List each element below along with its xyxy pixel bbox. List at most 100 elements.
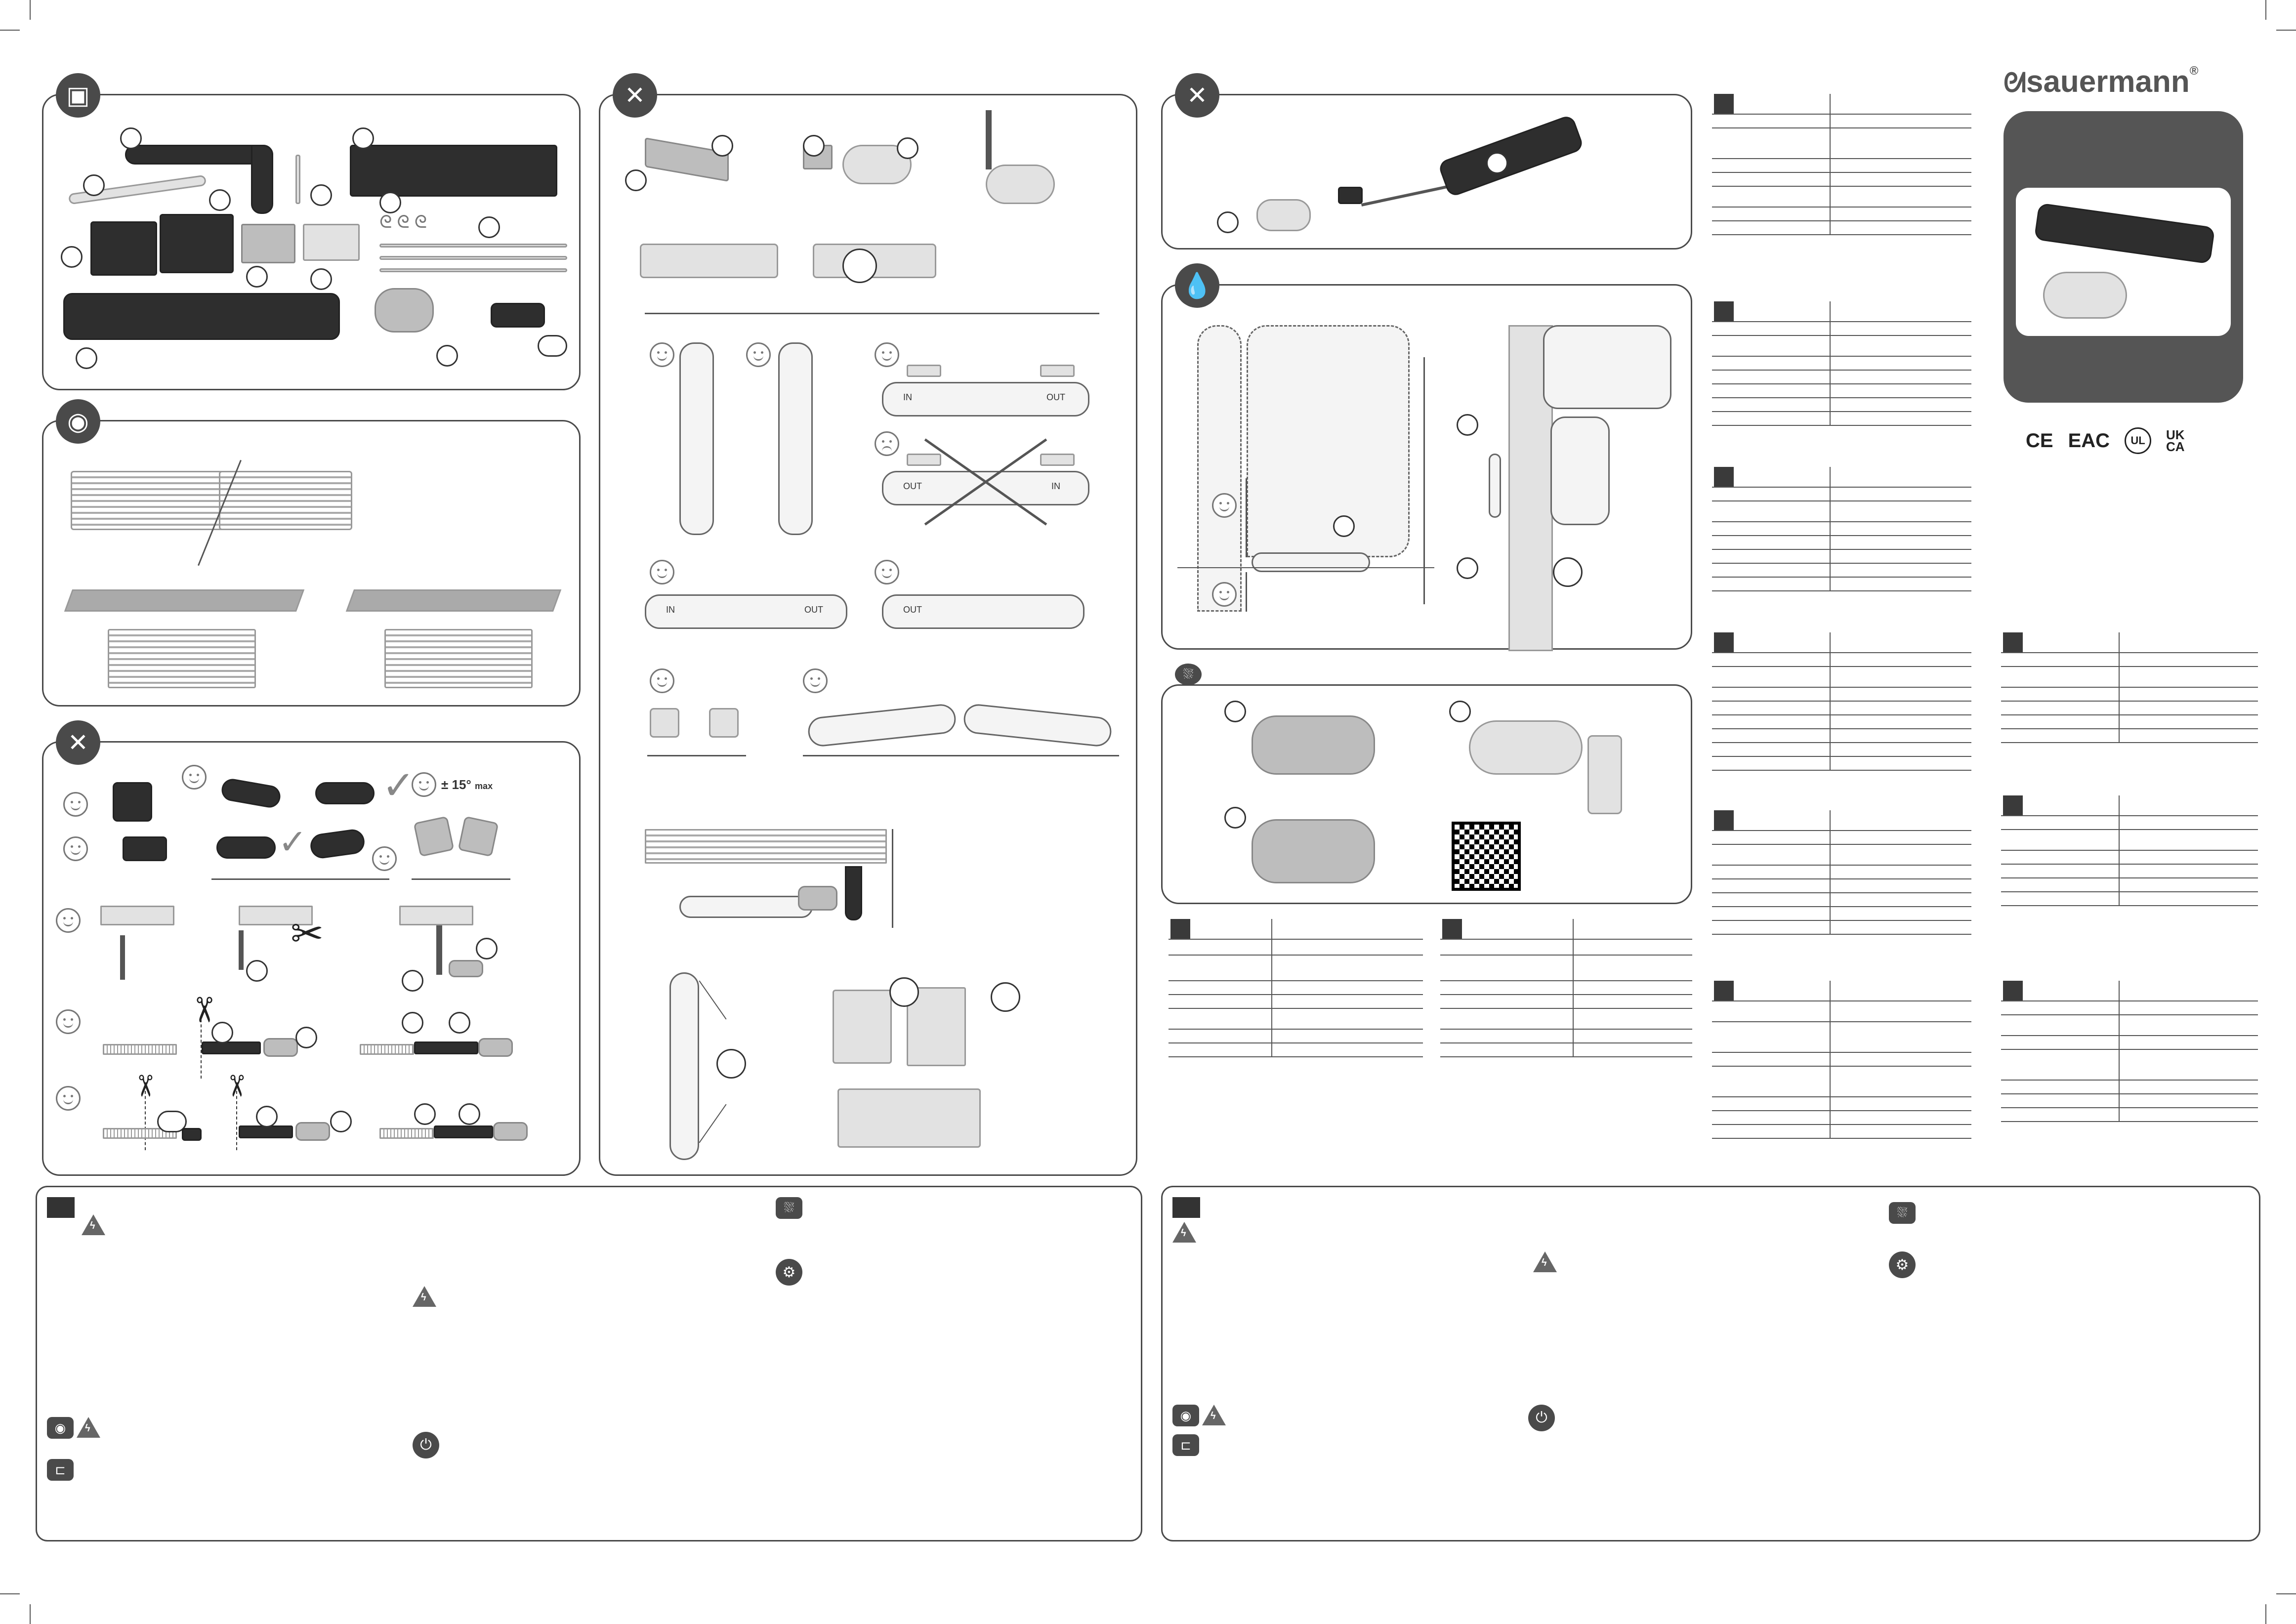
pump-small	[263, 1038, 298, 1057]
callout	[76, 347, 97, 369]
language-badge	[1442, 919, 1462, 939]
electric-warning-icon: ϟ	[1172, 1222, 1196, 1243]
spec-table	[1712, 981, 1971, 1139]
sensor-upright	[113, 782, 152, 822]
callout	[256, 1106, 278, 1127]
part-cable-tie-1	[379, 244, 567, 248]
flow-arrow-wrong-1	[907, 454, 941, 466]
pump-in-label: IN	[1051, 481, 1060, 491]
check-mark: ✓	[278, 823, 307, 861]
brand-registered: ®	[2189, 64, 2199, 78]
eye-icon: ◉	[56, 399, 100, 444]
language-badge	[1172, 1197, 1200, 1218]
lift-dim-line	[1423, 357, 1425, 604]
part-cable-tie-2	[379, 256, 567, 260]
cut-line	[145, 1091, 146, 1150]
underline	[412, 878, 510, 880]
sensor-tilt-left	[413, 816, 455, 857]
panel-box-contents: ▣ ᘓ ᘓ ᘓ	[42, 73, 581, 390]
callout	[1224, 807, 1246, 829]
spec-table	[2001, 632, 2258, 743]
smiley-neutral	[412, 772, 436, 797]
callout	[310, 268, 332, 290]
spec-table	[1712, 94, 1971, 235]
cleaning-bottle	[1587, 735, 1622, 814]
eye-icon: ◉	[1172, 1405, 1199, 1426]
drain-elbow	[845, 866, 862, 920]
smiley-ok	[372, 846, 397, 871]
tools-icon: ✕	[1175, 73, 1219, 118]
water-drop-icon: 💧	[1175, 263, 1219, 308]
wall-edge	[892, 829, 893, 928]
callout	[889, 977, 919, 1007]
smiley-ok	[875, 560, 899, 584]
scissors-icon: ✂	[184, 995, 223, 1025]
pump-out-label: OUT	[804, 605, 823, 615]
callout	[157, 1111, 187, 1132]
hose-segment	[434, 1125, 493, 1138]
pump-small	[295, 1122, 330, 1141]
service-icon: ⛆	[1175, 664, 1202, 685]
callout	[1224, 701, 1246, 722]
tools-icon: ✕	[613, 73, 657, 118]
callout	[1457, 557, 1478, 579]
height-arrow-up	[1246, 478, 1247, 557]
part-elbow-hose-bend	[251, 145, 273, 214]
pump-small	[478, 1038, 513, 1057]
callout	[246, 266, 268, 288]
ceiling-right	[345, 589, 562, 612]
settings-icon: ⚙	[776, 1259, 802, 1286]
plug-icon: ⊏	[47, 1459, 74, 1481]
callout	[711, 135, 733, 157]
reservoir-float	[986, 165, 1055, 204]
panel-wiring: ✕	[1161, 73, 1692, 250]
part-adapter	[491, 303, 545, 328]
spec-table	[1712, 301, 1971, 426]
spec-table	[1712, 632, 1971, 771]
smiley-ok	[1212, 582, 1237, 607]
spec-table	[1712, 810, 1971, 935]
divider	[645, 313, 1099, 314]
callout	[459, 1103, 480, 1125]
smiley-ok	[875, 342, 899, 367]
electric-warning-icon: ϟ	[82, 1214, 105, 1235]
callout	[716, 1049, 746, 1079]
part-straw	[295, 155, 300, 204]
pump-horizontal-ok-2: IN OUT	[645, 594, 847, 629]
service-icon: ⛆	[776, 1197, 802, 1219]
cover-product-photo	[2016, 188, 2231, 336]
callout	[991, 982, 1020, 1012]
callout	[209, 189, 231, 211]
sensor-mount-2	[315, 782, 375, 804]
height-arrow-down	[1246, 572, 1247, 612]
pump-end-view-2	[709, 708, 739, 738]
ac-unit-left	[71, 471, 224, 530]
hose-corrugated	[379, 1128, 434, 1139]
hose-corrugated	[103, 1044, 177, 1055]
down-arrow	[986, 110, 992, 169]
pump-tilted-1	[806, 703, 958, 748]
pump-vertical-2	[778, 342, 813, 535]
unit-drain-1	[100, 906, 174, 925]
callout	[1333, 515, 1355, 537]
smiley-ok	[56, 1086, 81, 1111]
reservoir-under-unit	[798, 886, 837, 911]
pump-small	[493, 1122, 528, 1141]
underline	[803, 755, 1119, 756]
language-badge	[2003, 632, 2023, 652]
panel-installation-overview: ◉	[42, 399, 581, 707]
sensor-tilt-right	[458, 816, 499, 857]
callout	[295, 1027, 317, 1048]
check-mark: ✓	[382, 763, 416, 807]
drain-arrow-up	[239, 930, 244, 970]
ac-unit-ceiling-left	[108, 629, 256, 688]
part-sleeve-2	[160, 214, 234, 273]
callout	[1553, 557, 1583, 587]
part-insulation-tube	[350, 145, 557, 197]
cut-line	[201, 1019, 202, 1079]
callout	[436, 345, 458, 367]
panel-pump-orientation: ✕ IN OUT OUT IN IN OUT OUT	[599, 73, 1137, 1176]
smiley-ok	[650, 668, 674, 693]
detail-circle-2	[1550, 416, 1610, 525]
callout	[478, 216, 500, 238]
